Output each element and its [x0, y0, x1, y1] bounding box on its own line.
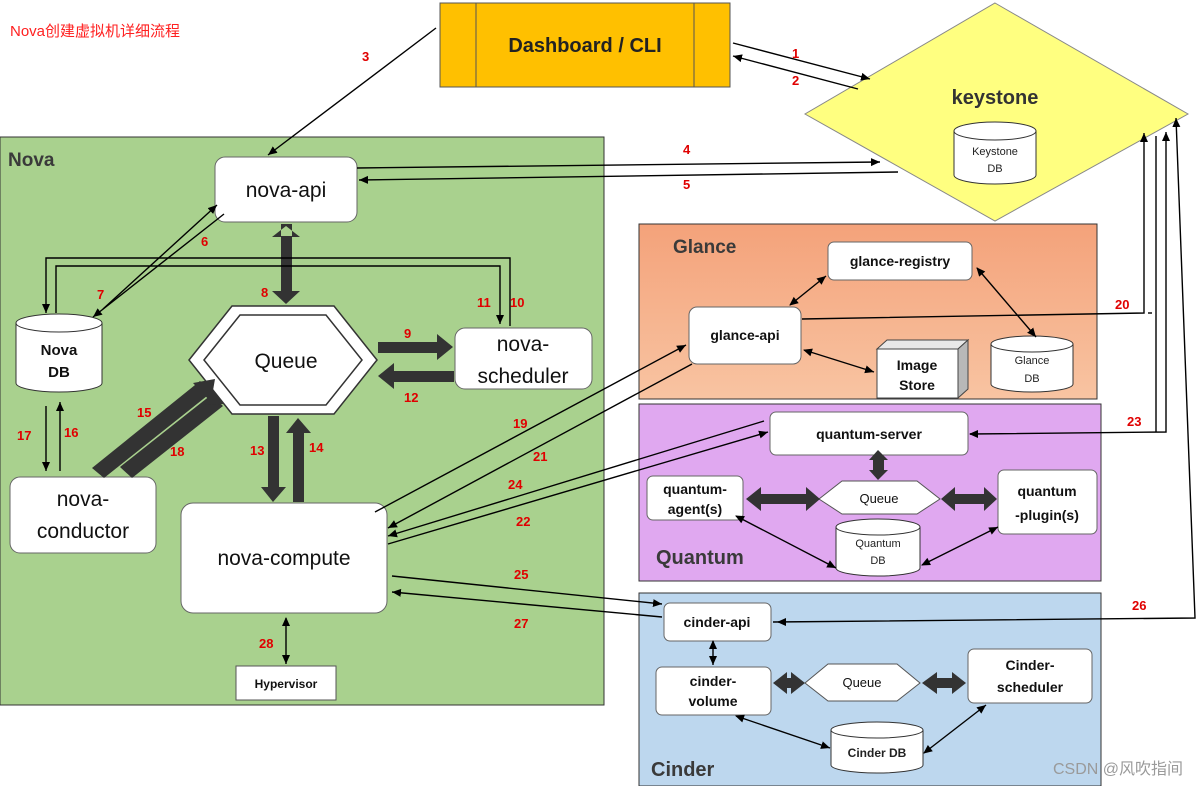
step-23: 23: [1127, 414, 1141, 429]
nova-scheduler-box: nova- scheduler: [454, 327, 593, 390]
quantum-region-label: Quantum: [656, 547, 744, 569]
step-12: 12: [404, 390, 418, 405]
step-4: 4: [683, 142, 691, 157]
cinder-scheduler-line1: Cinder-: [1006, 657, 1055, 673]
step-3: 3: [362, 49, 369, 64]
cinder-volume-line1: cinder-: [690, 673, 737, 689]
hypervisor-box: Hypervisor: [235, 665, 337, 701]
step-6: 6: [201, 234, 208, 249]
step-11: 11: [477, 295, 491, 310]
cinder-volume-line2: volume: [688, 693, 737, 709]
quantum-queue-label: Queue: [859, 491, 898, 506]
image-store-line1: Image: [897, 357, 938, 373]
step-2: 2: [792, 73, 799, 88]
dashboard-label: Dashboard / CLI: [508, 35, 661, 57]
quantum-server-box: quantum-server: [769, 411, 969, 456]
quantum-agent-line1: quantum-: [663, 481, 727, 497]
step-28: 28: [259, 636, 273, 651]
thick-arrow-8-bottom: [272, 291, 300, 304]
cinder-api-box: cinder-api: [663, 602, 772, 642]
nova-compute-box: nova-compute: [180, 502, 388, 614]
quantum-plugin-line2: -plugin(s): [1015, 507, 1079, 523]
keystone-db-line2: DB: [987, 163, 1002, 175]
nova-conductor-line1: nova-: [57, 488, 110, 511]
step-25: 25: [514, 567, 528, 582]
nova-scheduler-line1: nova-: [497, 333, 550, 356]
quantum-queue-node: Queue: [818, 480, 941, 515]
cinder-queue-label: Queue: [842, 675, 881, 690]
step-1: 1: [792, 46, 799, 61]
glance-db-line2: DB: [1024, 373, 1039, 385]
step-22: 22: [516, 514, 530, 529]
keystone-db-line1: Keystone: [972, 146, 1018, 158]
step-18: 18: [170, 444, 184, 459]
step-19: 19: [513, 416, 527, 431]
thick-arrows: [92, 224, 997, 694]
glance-region-label: Glance: [673, 237, 736, 258]
quantum-plugin-line1: quantum: [1017, 483, 1076, 499]
thin-arrows: [42, 27, 1196, 754]
nova-db: Nova DB: [15, 313, 103, 393]
glance-registry-label: glance-registry: [850, 253, 951, 269]
quantum-agent-line2: agent(s): [668, 501, 722, 517]
nova-region-label: Nova: [8, 150, 55, 171]
quantum-db-line2: DB: [870, 555, 885, 567]
image-store-line2: Store: [899, 377, 935, 393]
step-numbers: 1 2 3 4 5 6 7 8 9 10 11 12 13 14 15 16 1…: [17, 46, 1146, 651]
step-14: 14: [309, 440, 324, 455]
glance-api-label: glance-api: [710, 327, 779, 343]
page-title: Nova创建虚拟机详细流程: [10, 23, 180, 40]
quantum-server-label: quantum-server: [816, 426, 922, 442]
cinder-volume-box: cinder- volume: [655, 666, 772, 716]
step-26: 26: [1132, 598, 1146, 613]
step-16: 16: [64, 425, 78, 440]
quantum-agent-box: quantum- agent(s): [646, 475, 744, 521]
nova-conductor-box: nova- conductor: [9, 476, 157, 554]
watermark: CSDN @风吹指间: [1053, 760, 1183, 778]
nova-db-line2: DB: [48, 364, 70, 381]
quantum-db-line1: Quantum: [855, 538, 900, 550]
step-27: 27: [514, 616, 528, 631]
nova-queue-label: Queue: [254, 350, 317, 373]
keystone-node: keystone Keystone DB: [803, 2, 1190, 222]
cinder-scheduler-box: Cinder- scheduler: [967, 648, 1093, 704]
quantum-db: Quantum DB: [835, 518, 921, 577]
nova-db-line1: Nova: [41, 342, 78, 359]
dashboard-cli-box: Dashboard / CLI: [439, 2, 731, 88]
glance-db-line1: Glance: [1015, 355, 1050, 367]
image-store-node: Image Store: [875, 338, 970, 400]
step-21: 21: [533, 449, 547, 464]
cinder-api-label: cinder-api: [684, 614, 751, 630]
glance-registry-box: glance-registry: [827, 241, 973, 281]
step-9: 9: [404, 326, 411, 341]
step-20: 20: [1115, 297, 1129, 312]
step-7: 7: [97, 287, 104, 302]
glance-api-box: glance-api: [688, 306, 802, 365]
cinder-region-label: Cinder: [651, 759, 715, 781]
cinder-db: Cinder DB: [830, 721, 924, 774]
cinder-scheduler-line2: scheduler: [997, 679, 1064, 695]
keystone-label: keystone: [952, 87, 1039, 109]
cinder-queue-node: Queue: [804, 663, 921, 702]
thick-arrow-8-top: [272, 224, 300, 237]
step-15: 15: [137, 405, 151, 420]
step-5: 5: [683, 177, 690, 192]
hypervisor-label: Hypervisor: [255, 677, 318, 691]
nova-compute-label: nova-compute: [217, 547, 350, 570]
nova-api-box: nova-api: [214, 156, 358, 223]
step-17: 17: [17, 428, 31, 443]
step-24: 24: [508, 477, 523, 492]
step-13: 13: [250, 443, 264, 458]
cinder-db-label: Cinder DB: [848, 746, 907, 760]
step-8: 8: [261, 285, 268, 300]
step-10: 10: [510, 295, 524, 310]
nova-api-label: nova-api: [246, 179, 327, 202]
nova-queue-node: Queue: [188, 305, 378, 415]
glance-db: Glance DB: [990, 335, 1074, 393]
nova-conductor-line2: conductor: [37, 520, 129, 543]
nova-scheduler-line2: scheduler: [477, 365, 568, 388]
quantum-plugin-box: quantum -plugin(s): [997, 469, 1098, 535]
